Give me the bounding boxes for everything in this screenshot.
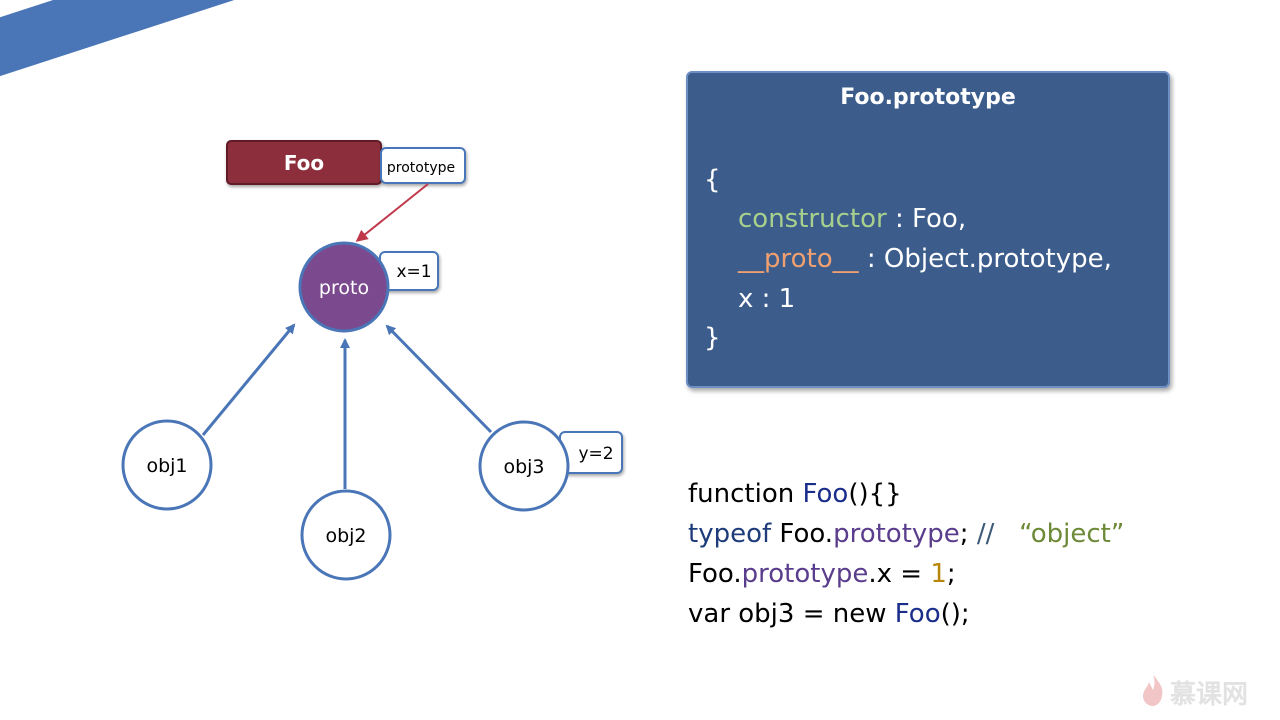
code-keyword: typeof — [688, 519, 772, 549]
code-line-4: var obj3 = new Foo(); — [688, 594, 1124, 634]
obj3-y-label: y=2 — [578, 444, 613, 464]
proto-key: __proto__ — [738, 244, 859, 274]
proto-x-label: x=1 — [396, 262, 431, 282]
watermark-text: 慕课网 — [1170, 680, 1249, 710]
code-property: prototype — [741, 559, 869, 589]
code-line-1: function Foo(){} — [688, 474, 1124, 514]
foo-node: Foo — [226, 140, 382, 185]
panel-open-brace: { — [704, 165, 721, 195]
code-text: Foo. — [688, 559, 742, 589]
code-number: 1 — [930, 559, 947, 589]
proto-node: proto — [298, 241, 390, 333]
panel-proto-line: __proto__ : Object.prototype, — [738, 244, 1112, 274]
constructor-key: constructor — [738, 204, 887, 234]
code-comment: // — [976, 519, 995, 549]
panel-x-line: x : 1 — [738, 284, 796, 314]
watermark-logo: 慕课网 — [1140, 670, 1270, 710]
code-keyword: function — [688, 479, 803, 509]
code-gap — [994, 519, 1019, 549]
prototype-arrow — [355, 183, 429, 242]
panel-constructor-line: constructor : Foo, — [738, 204, 966, 234]
obj2-node: obj2 — [300, 489, 392, 581]
code-text: ; — [959, 519, 977, 549]
obj1-arrow — [201, 323, 296, 436]
obj1-node: obj1 — [121, 419, 213, 511]
code-text: ; — [946, 559, 956, 589]
panel-title: Foo.prototype — [840, 85, 1016, 110]
code-block: function Foo(){} typeof Foo.prototype; /… — [688, 474, 1124, 634]
obj2-label: obj2 — [325, 525, 366, 547]
code-function-name: Foo — [894, 599, 941, 629]
prototype-tag-label: prototype — [387, 160, 455, 176]
obj3-label: obj3 — [503, 456, 544, 478]
constructor-value: : Foo, — [886, 204, 967, 234]
code-property: prototype — [833, 519, 960, 549]
obj3-y-tag: y=2 — [559, 431, 623, 474]
proto-value: : Object.prototype, — [858, 244, 1112, 274]
foo-label: Foo — [284, 151, 324, 175]
panel-close-brace: } — [704, 323, 721, 353]
obj1-label: obj1 — [146, 455, 187, 477]
obj3-node: obj3 — [478, 420, 570, 512]
foo-prototype-tag: prototype — [380, 147, 466, 184]
code-line-2: typeof Foo.prototype; // “object” — [688, 514, 1124, 554]
obj3-arrow — [385, 324, 493, 434]
code-string: “object” — [1019, 519, 1125, 549]
code-text: Foo. — [771, 519, 834, 549]
flame-icon — [1143, 674, 1163, 706]
code-text: .x = — [868, 559, 931, 589]
code-text: var obj3 = new — [688, 599, 895, 629]
code-line-3: Foo.prototype.x = 1; — [688, 554, 1124, 594]
code-text: (); — [940, 599, 970, 629]
code-function-name: Foo — [802, 479, 849, 509]
code-text: (){} — [848, 479, 902, 509]
foo-prototype-panel: Foo.prototype { constructor : Foo, __pro… — [686, 71, 1170, 388]
proto-label: proto — [319, 277, 369, 299]
